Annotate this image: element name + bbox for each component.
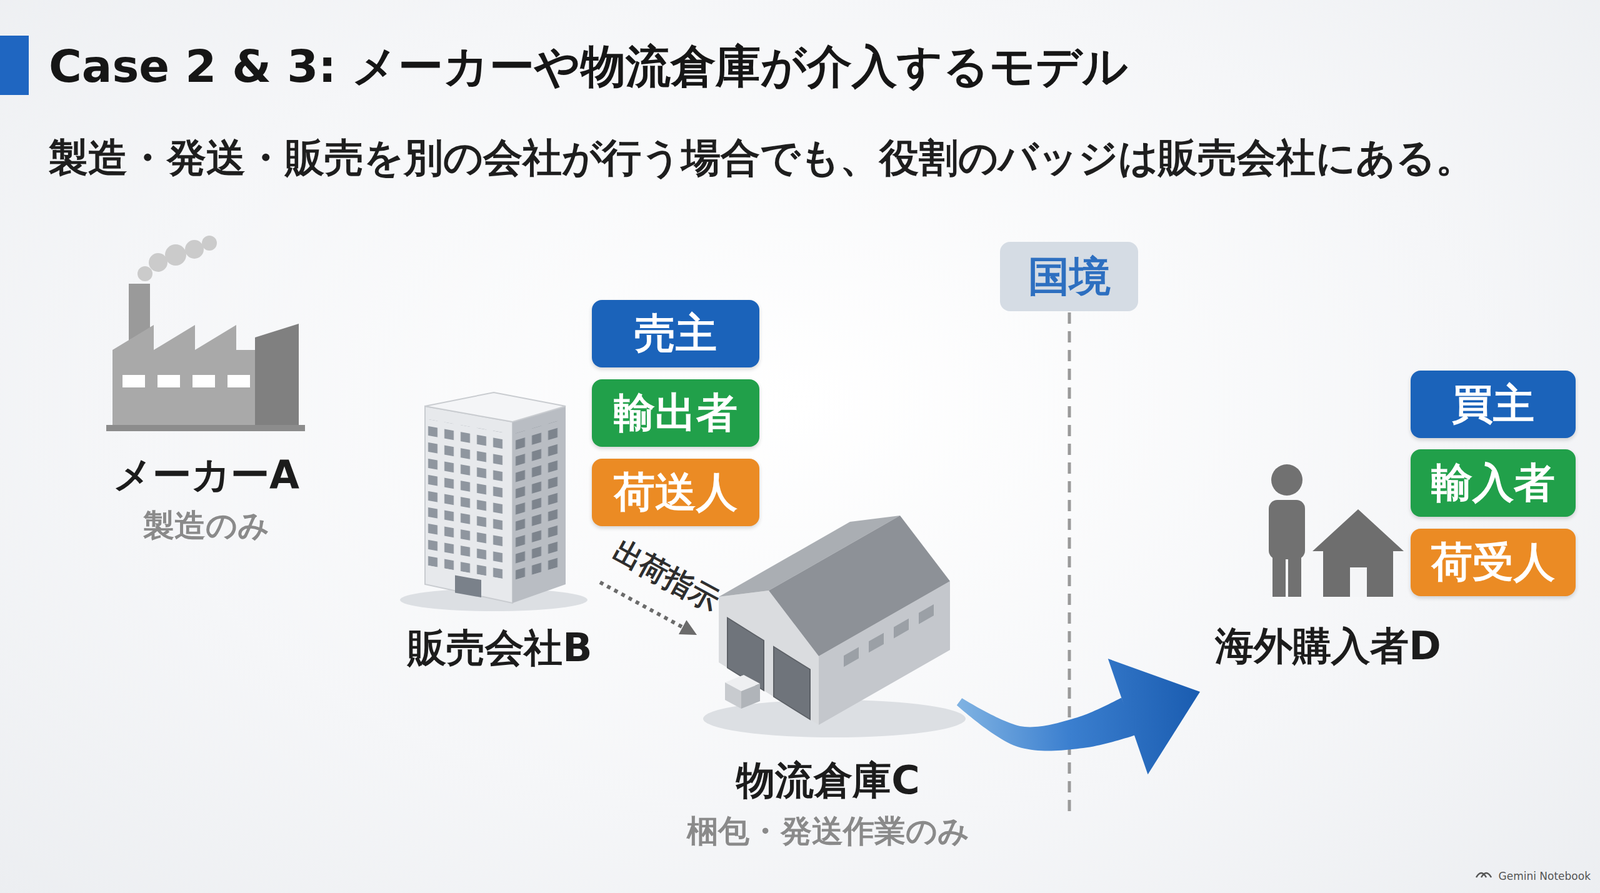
factory-window bbox=[227, 375, 250, 388]
node-name: メーカーA bbox=[113, 451, 300, 499]
warehouse-window bbox=[843, 646, 859, 667]
warehouse-node: 物流倉庫C梱包・発送作業のみ bbox=[696, 556, 960, 857]
title: Case 2 & 3: メーカーや物流倉庫が介入するモデル bbox=[48, 43, 1574, 89]
watermark: Gemini Notebook bbox=[1437, 870, 1591, 883]
factory-icon bbox=[106, 235, 305, 432]
dock-door bbox=[773, 646, 810, 720]
node-name: 海外購入者D bbox=[1215, 623, 1441, 670]
building-windows bbox=[427, 419, 509, 580]
buyer-icon bbox=[1268, 464, 1404, 597]
factory-block bbox=[255, 323, 299, 429]
warehouse-window bbox=[918, 604, 934, 625]
warehouse-icon bbox=[703, 515, 966, 738]
role-badge: 輸入者 bbox=[1410, 449, 1576, 517]
parcel bbox=[741, 683, 760, 709]
badge-text: 輸出者 bbox=[613, 392, 738, 434]
smoke bbox=[137, 266, 153, 282]
badge-text: 荷受人 bbox=[1431, 541, 1555, 584]
warehouse-window bbox=[868, 633, 884, 654]
factory-ground bbox=[106, 425, 305, 432]
shipping-arrow bbox=[956, 658, 1200, 775]
house-roof bbox=[1312, 509, 1404, 552]
role-badge: 買主 bbox=[1410, 370, 1576, 439]
arrow-head bbox=[1108, 658, 1200, 775]
node-name: 物流倉庫C bbox=[736, 757, 920, 804]
role-badge: 荷受人 bbox=[1410, 528, 1576, 597]
building-face bbox=[425, 406, 513, 604]
border-line bbox=[1068, 312, 1072, 817]
node-note: 製造のみ bbox=[143, 506, 270, 545]
factory-window bbox=[192, 375, 215, 388]
edge-label: 出荷指示 bbox=[608, 535, 724, 616]
house-body bbox=[1323, 547, 1394, 597]
building-windows bbox=[515, 419, 564, 580]
office-building-icon bbox=[400, 392, 588, 612]
node-note: 梱包・発送作業のみ bbox=[686, 812, 970, 850]
smoke bbox=[165, 244, 187, 266]
smoke bbox=[201, 235, 217, 251]
arrow-head bbox=[678, 620, 697, 635]
badge-text: 国境 bbox=[1028, 256, 1111, 298]
watermark-icon bbox=[1476, 873, 1492, 878]
house-door bbox=[1350, 567, 1367, 597]
person-leg bbox=[1288, 550, 1302, 597]
factory-body bbox=[112, 325, 255, 429]
building-side bbox=[512, 406, 566, 604]
warehouse-roof bbox=[768, 515, 950, 657]
border-label: 国境 bbox=[1000, 241, 1139, 312]
role-badge: 輸出者 bbox=[591, 379, 760, 447]
smoke bbox=[148, 253, 168, 272]
person-leg bbox=[1272, 550, 1286, 597]
badge-text: 輸入者 bbox=[1431, 462, 1555, 504]
company-node: 販売会社B bbox=[400, 384, 600, 672]
factory-node: メーカーA 製造のみ bbox=[100, 237, 313, 550]
arrow-shaft bbox=[956, 697, 1137, 751]
node-name: 販売会社B bbox=[407, 625, 592, 672]
parcel bbox=[725, 682, 742, 709]
smoke bbox=[185, 240, 204, 259]
factory-window bbox=[122, 375, 145, 388]
factory-window bbox=[157, 375, 180, 388]
buyer-node: 海外購入者D bbox=[1200, 462, 1457, 713]
badge-text: 売主 bbox=[634, 313, 717, 355]
badge-text: 買主 bbox=[1451, 383, 1535, 425]
building-door bbox=[455, 575, 482, 598]
badge-text: 荷送人 bbox=[613, 471, 738, 514]
person-head bbox=[1271, 464, 1303, 496]
warehouse-window bbox=[893, 618, 909, 639]
role-badge: 荷送人 bbox=[591, 458, 760, 527]
title-bar bbox=[0, 35, 29, 95]
building-roof bbox=[425, 392, 566, 422]
role-badge: 売主 bbox=[591, 300, 760, 368]
subtitle: 製造・発送・販売を別の会社が行う場合でも、役割のバッジは販売会社にある。 bbox=[48, 138, 1574, 178]
